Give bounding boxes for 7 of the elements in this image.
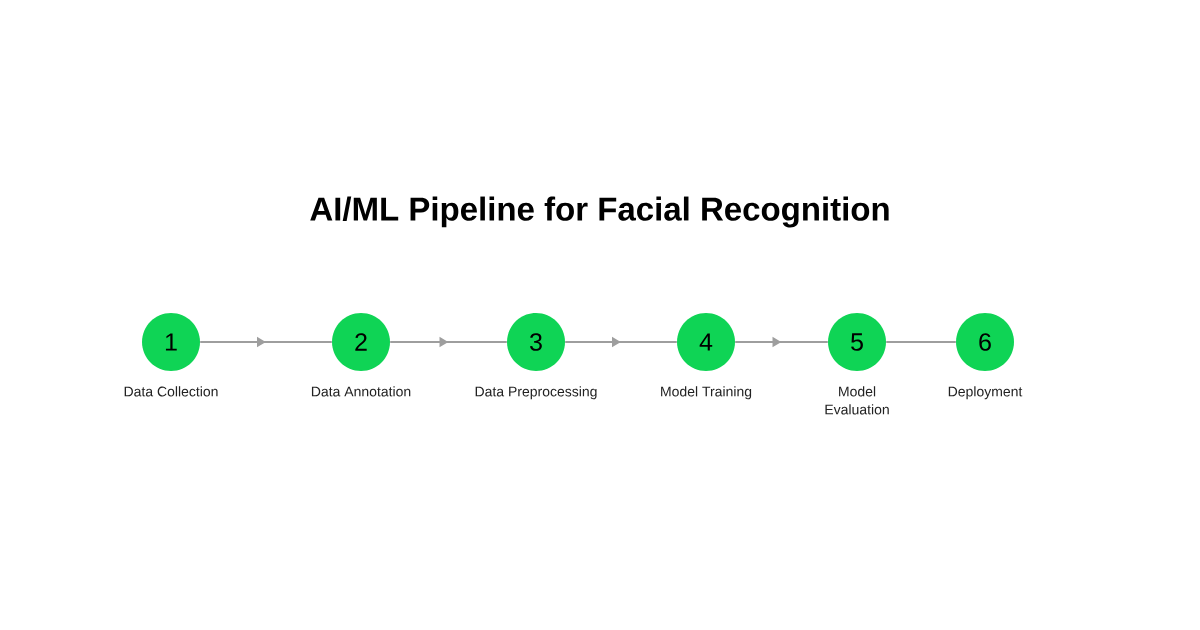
step-label: Data Preprocessing xyxy=(475,386,597,400)
step-label: Model Training xyxy=(661,386,752,400)
step-label: Data Annotation xyxy=(311,386,411,397)
step-label: Deployment xyxy=(948,386,1023,400)
step-label: Model Evaluation xyxy=(825,386,889,415)
step-label: Data Collection xyxy=(124,386,218,397)
title: AI/ML Pipeline for Facial Recognition xyxy=(310,196,889,228)
